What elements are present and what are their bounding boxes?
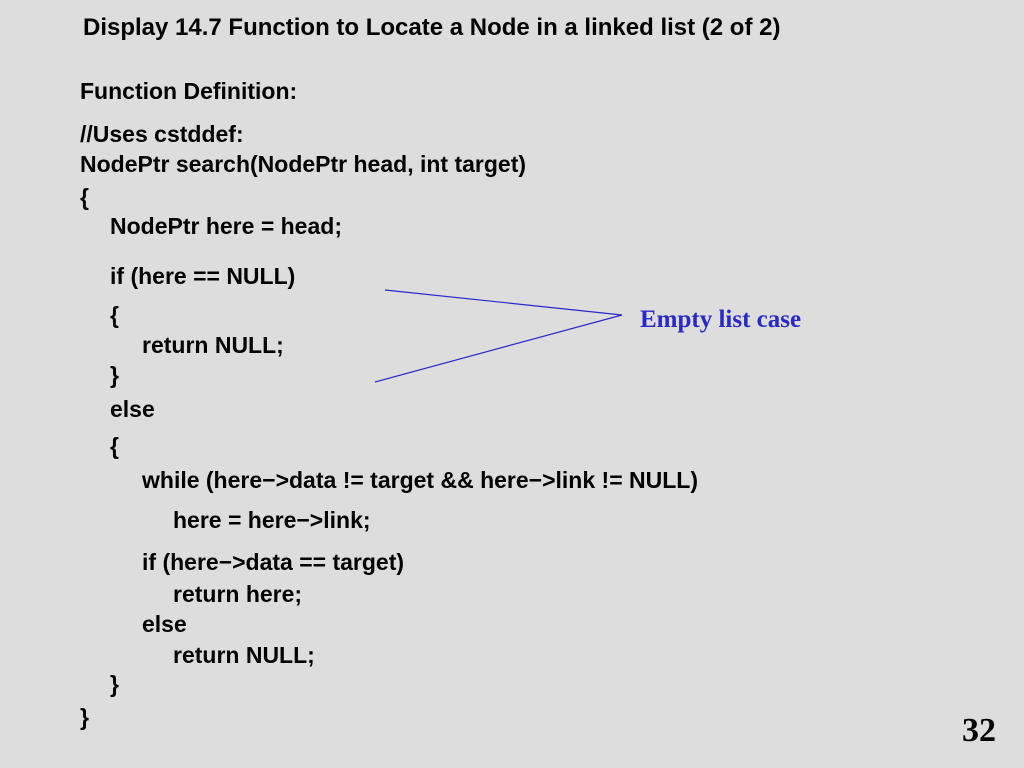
callout-line-lower — [374, 314, 623, 383]
code-line: NodePtr search(NodePtr head, int target) — [80, 151, 527, 177]
code-line: } — [80, 704, 89, 730]
code-line: //Uses cstddef: — [80, 121, 244, 147]
code-line: if (here == NULL) — [110, 263, 296, 289]
code-line: { — [110, 302, 119, 328]
code-line: } — [110, 362, 119, 388]
code-line: here = here−>link; — [173, 507, 371, 533]
code-line: { — [110, 433, 119, 459]
section-heading: Function Definition: — [80, 78, 298, 104]
code-line: return here; — [173, 581, 303, 607]
code-line: return NULL; — [142, 332, 284, 358]
code-line: { — [80, 184, 89, 210]
callout-line-upper — [384, 289, 623, 316]
code-line: else — [142, 611, 187, 637]
annotation-label: Empty list case — [640, 306, 802, 333]
slide-title: Display 14.7 Function to Locate a Node i… — [83, 14, 781, 41]
code-line: NodePtr here = head; — [110, 213, 342, 239]
code-line: else — [110, 396, 155, 422]
code-line: return NULL; — [173, 642, 315, 668]
code-line: } — [110, 671, 119, 697]
code-line: while (here−>data != target && here−>lin… — [142, 467, 698, 493]
code-line: if (here−>data == target) — [142, 549, 405, 575]
page-number: 32 — [962, 712, 996, 749]
